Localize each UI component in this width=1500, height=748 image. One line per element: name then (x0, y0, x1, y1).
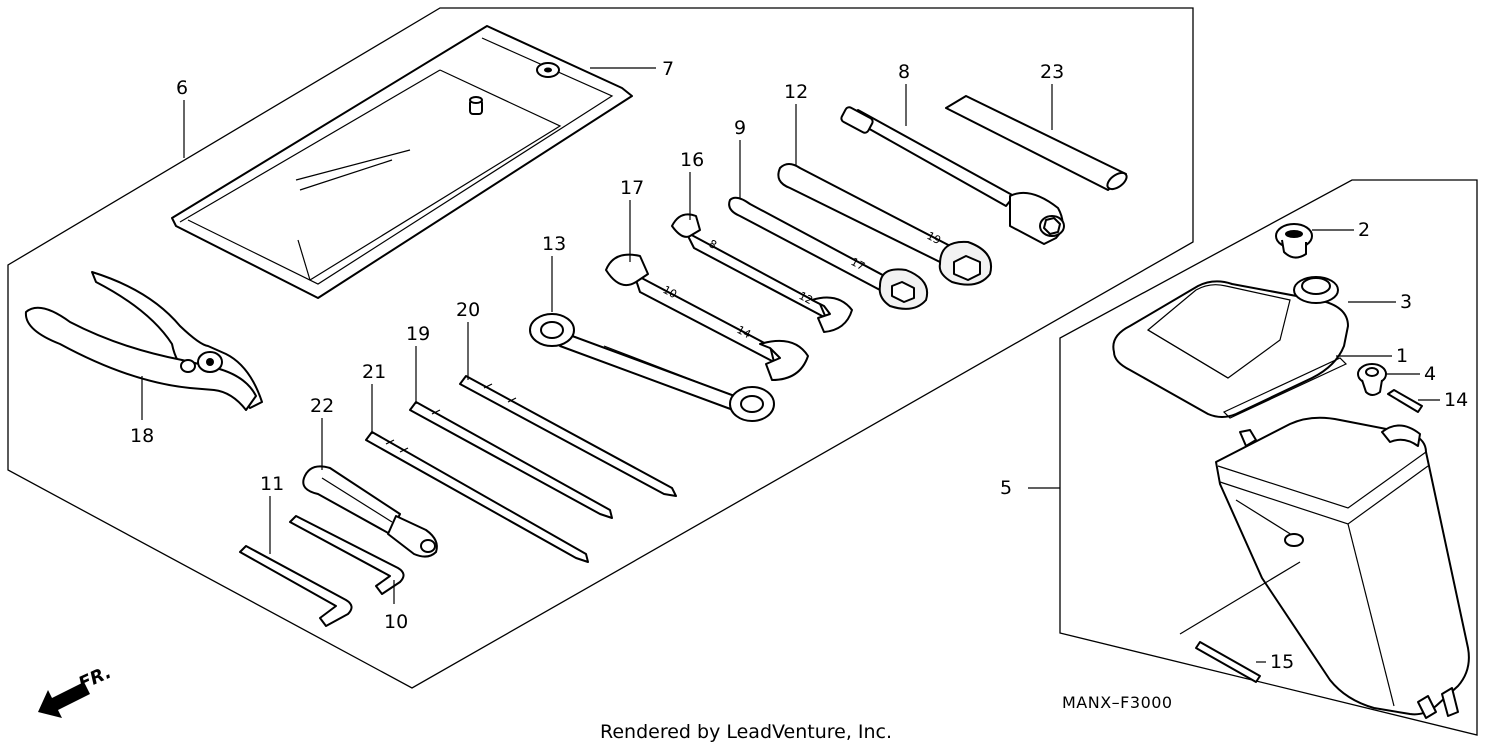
callout-12: 12 (784, 81, 808, 103)
callout-16: 16 (680, 149, 704, 171)
screwdriver-handle (302, 465, 438, 558)
callout-22: 22 (310, 395, 334, 417)
callout-20: 20 (456, 299, 480, 321)
wrench-mark-10: 10 (661, 283, 679, 301)
socket-wrench (840, 106, 1065, 245)
pliers (24, 271, 263, 411)
spanner-mark-17: 17 (849, 255, 867, 273)
wrench-mark-12: 12 (797, 289, 815, 307)
screwdriver-flat (365, 431, 589, 563)
callout-3: 3 (1400, 291, 1412, 313)
callout-18: 18 (130, 425, 154, 447)
tool-kit-group-outline (7, 7, 1194, 689)
grommet-side (1357, 363, 1387, 396)
hex-key-small (289, 515, 405, 595)
box-wrench (529, 313, 775, 422)
tool-bag (171, 25, 633, 299)
callout-labels: 1 2 3 4 5 6 7 8 9 10 11 12 13 14 15 16 1… (130, 58, 1468, 673)
wrench-10x14: 10 14 (605, 253, 809, 381)
callout-23: 23 (1040, 61, 1064, 83)
screwdriver-combo (409, 401, 613, 519)
callout-11: 11 (260, 473, 284, 495)
callout-6: 6 (176, 77, 188, 99)
callout-8: 8 (898, 61, 910, 83)
bar-mark-19: 19 (925, 229, 943, 247)
wrench-mark-14: 14 (735, 323, 753, 341)
callout-5: 5 (1000, 477, 1012, 499)
callout-17: 17 (620, 177, 644, 199)
toolbox-lid (1112, 276, 1349, 418)
handle-tube (945, 95, 1128, 191)
diagram-code: MANX–F3000 (1062, 693, 1173, 712)
callout-14: 14 (1444, 389, 1468, 411)
toolbox-case (1215, 416, 1470, 719)
rendered-by-credit: Rendered by LeadVenture, Inc. (600, 721, 892, 743)
front-arrow-icon (38, 682, 90, 718)
lid-seal (1222, 357, 1348, 419)
front-direction-indicator: FR. (38, 662, 114, 718)
pin-spanner: 17 (728, 196, 928, 310)
callout-7: 7 (662, 58, 674, 80)
hex-bar-wrench: 19 (777, 163, 992, 286)
screwdriver-phillips (459, 375, 677, 497)
callout-1: 1 (1396, 345, 1408, 367)
callout-2: 2 (1358, 219, 1370, 241)
callout-9: 9 (734, 117, 746, 139)
callout-10: 10 (384, 611, 408, 633)
leader-lines (141, 67, 1440, 663)
hex-key-large (239, 545, 353, 627)
pin-long (1195, 641, 1261, 683)
front-label: FR. (75, 662, 114, 695)
callout-15: 15 (1270, 651, 1294, 673)
pin-short (1387, 389, 1423, 413)
callout-21: 21 (362, 361, 386, 383)
wrench-8x10: 8 12 (671, 213, 853, 333)
grommet-top (1275, 223, 1313, 259)
callout-13: 13 (542, 233, 566, 255)
callout-4: 4 (1424, 363, 1436, 385)
callout-19: 19 (406, 323, 430, 345)
tool-bag-group-outline (1059, 179, 1478, 736)
